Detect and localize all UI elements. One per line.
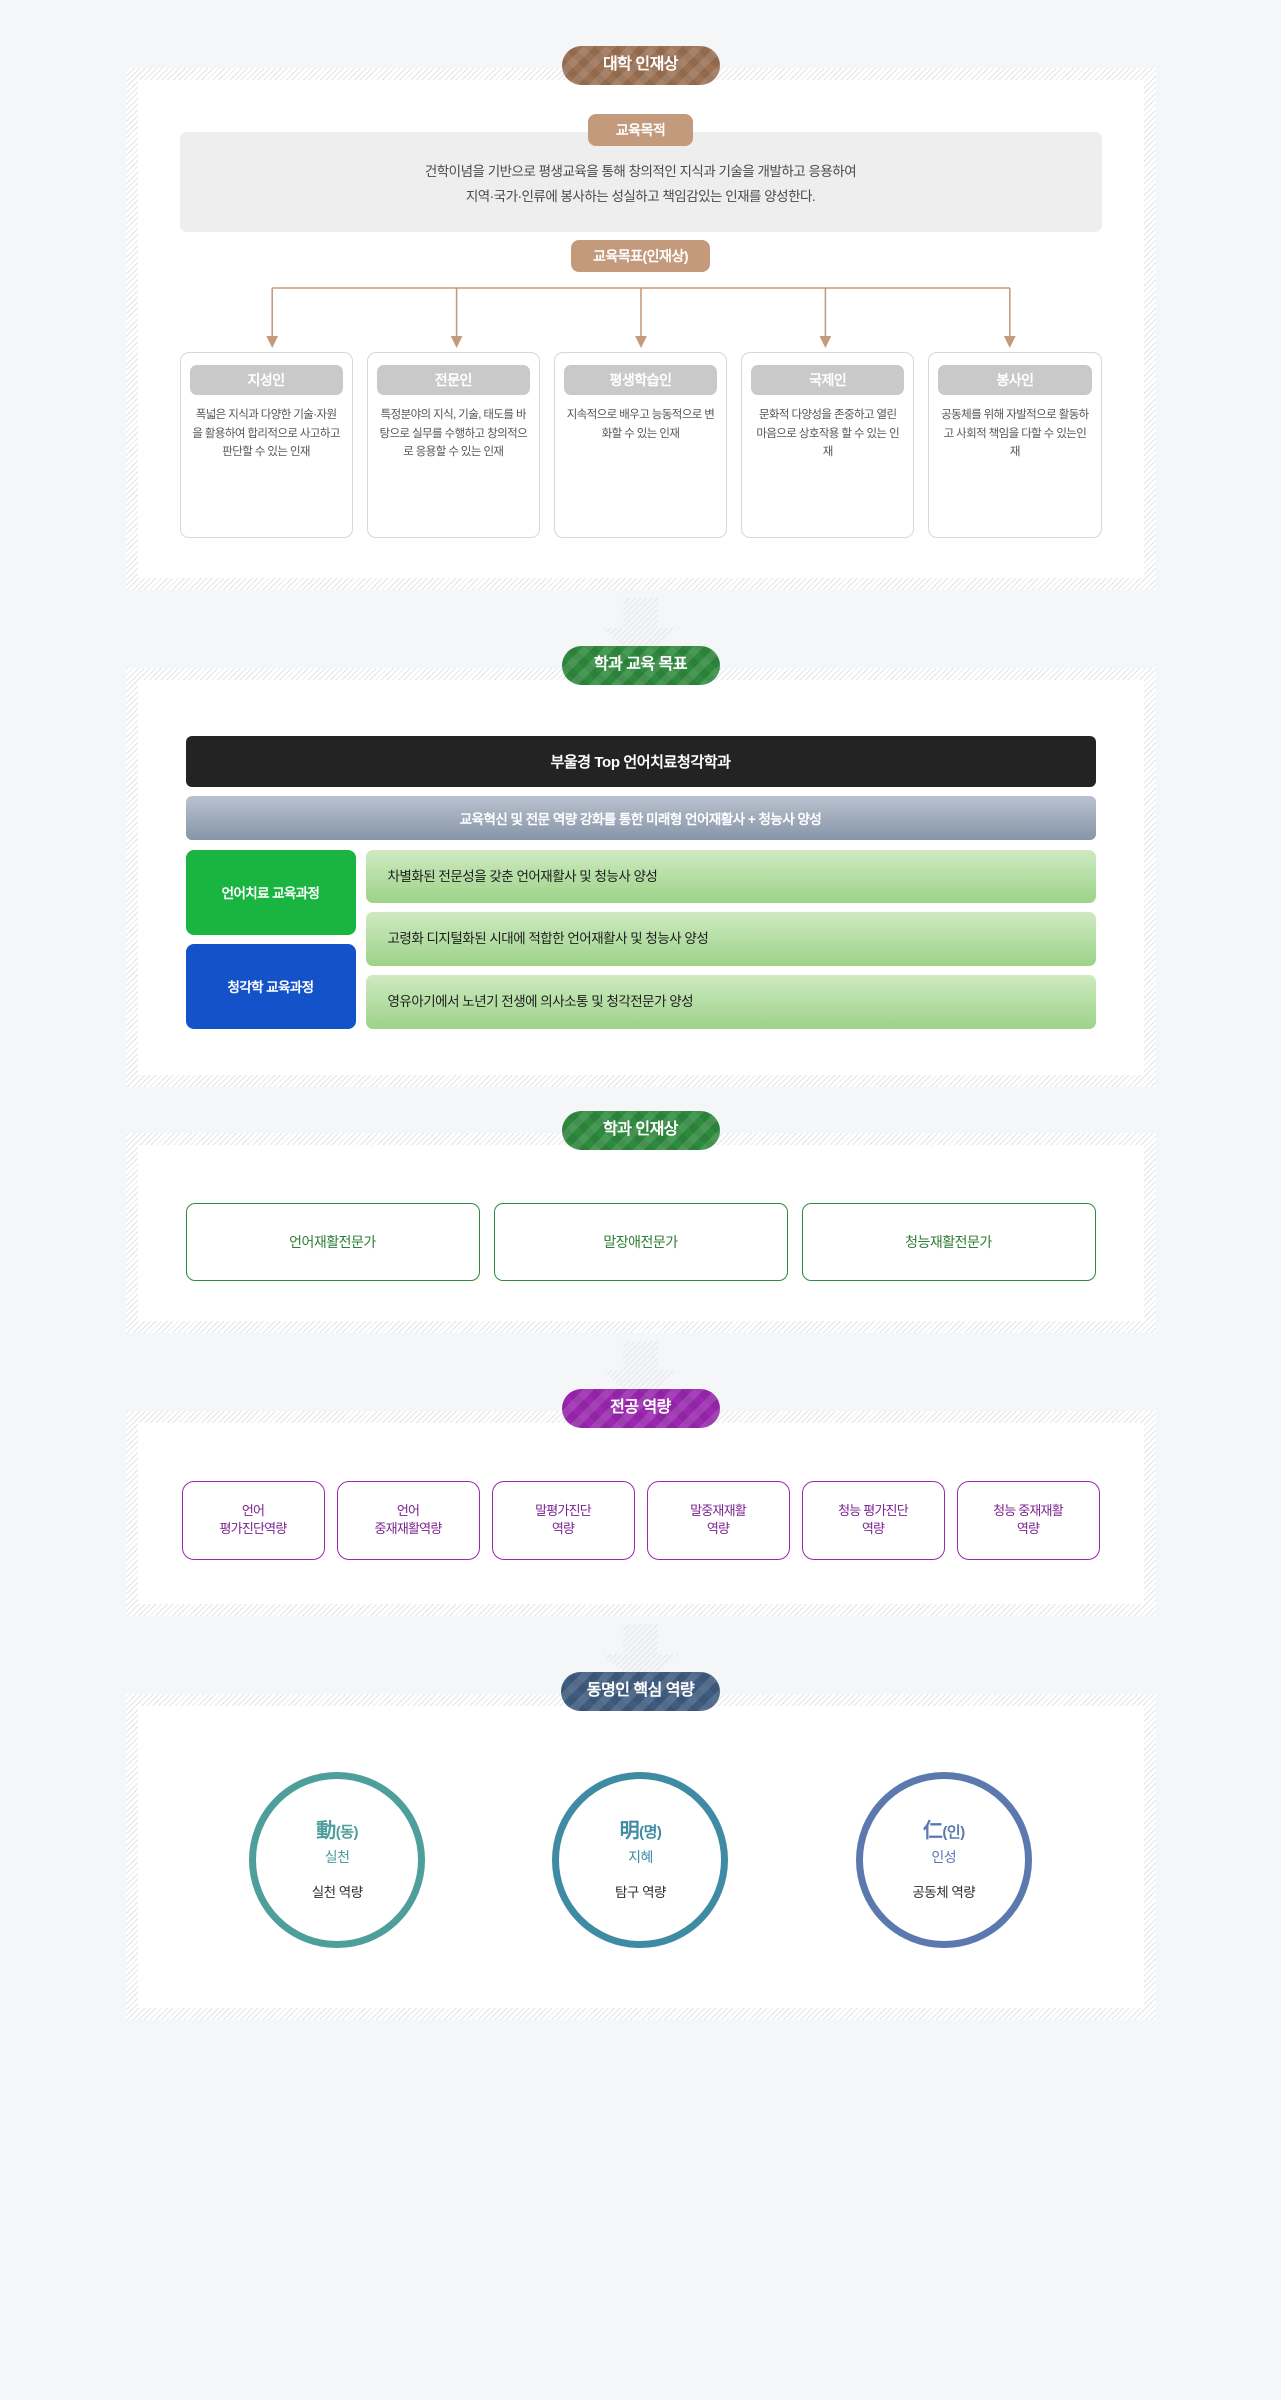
talent-card: 지성인 폭넓은 지식과 다양한 기술·자원을 활용하여 합리적으로 사고하고 판…: [179, 351, 353, 538]
curriculum-row-column: 차별화된 전문성을 갖춘 언어재활사 및 청능사 양성 고령화 디지털화된 시대…: [365, 849, 1096, 1029]
curriculum-tag-audiology: 청각학 교육과정: [185, 943, 356, 1029]
curriculum-row: 고령화 디지털화된 시대에 적합한 언어재활사 및 청능사 양성: [365, 912, 1096, 967]
core-competency-circle: 動(동) 실천 실천 역량: [249, 1772, 426, 1949]
core-competency-korean: 인성: [931, 1849, 957, 1866]
talent-card-title: 봉사인: [938, 364, 1092, 395]
curriculum-tag-column: 언어치료 교육과정 청각학 교육과정: [185, 849, 356, 1029]
section-frame-dept-talent: 언어재활전문가 말장애전문가 청능재활전문가: [125, 1132, 1156, 1333]
core-competency-caption: 탐구 역량: [615, 1885, 666, 1901]
curriculum-row: 차별화된 전문성을 갖춘 언어재활사 및 청능사 양성: [365, 849, 1096, 904]
competency-box: 말중재재활 역량: [646, 1480, 790, 1561]
section-badge-major-competency: 전공 역량: [561, 1388, 720, 1428]
dept-talent-box: 말장애전문가: [493, 1202, 788, 1281]
core-competency-circle: 明(명) 지혜 탐구 역량: [552, 1772, 729, 1949]
core-competency-korean: 실천: [324, 1849, 350, 1866]
competency-box-list: 언어 평가진단역량 언어 중재재활역량 말평가진단 역량 말중재재활 역량 청능…: [181, 1480, 1100, 1561]
section-frame-core-competency: 動(동) 실천 실천 역량 明(명) 지혜 탐구 역량: [125, 1694, 1156, 2021]
core-competency-caption: 공동체 역량: [912, 1885, 976, 1901]
core-competency-hanja: 仁: [922, 1820, 943, 1843]
competency-box: 언어 중재재활역량: [336, 1480, 480, 1561]
section-core-competency: 동명인 핵심 역량 動(동) 실천 실천 역량 明(명): [125, 1672, 1156, 2021]
dept-talent-box-list: 언어재활전문가 말장애전문가 청능재활전문가: [185, 1202, 1096, 1281]
core-competency-paren: (명): [639, 1824, 662, 1842]
core-competency-hanja-line: 動(동): [316, 1821, 358, 1841]
core-competency-korean: 지혜: [628, 1849, 653, 1866]
core-competency-circle-list: 動(동) 실천 실천 역량 明(명) 지혜 탐구 역량: [186, 1772, 1096, 1949]
tree-connector-lines: [265, 287, 1016, 348]
tree-connector: [180, 266, 1102, 352]
core-competency-hanja: 動: [316, 1820, 336, 1843]
competency-box: 언어 평가진단역량: [181, 1480, 325, 1561]
core-competency-hanja-line: 仁(인): [923, 1821, 965, 1841]
department-subtitle-bar: 교육혁신 및 전문 역량 강화를 통한 미래형 언어재활사 + 청능사 양성: [185, 795, 1096, 840]
curriculum-row: 영유아기에서 노년기 전생에 의사소통 및 청각전문가 양성: [365, 975, 1096, 1029]
section-badge-dept-talent: 학과 인재상: [561, 1110, 720, 1150]
purpose-text-line-2: 지역·국가·인류에 봉사하는 성실하고 책임감있는 인재를 양성한다.: [465, 188, 816, 204]
talent-card: 전문인 특정분야의 지식, 기술, 태도를 바탕으로 실무를 수행하고 창의적으…: [366, 351, 540, 538]
section-badge-university-label: 대학 인재상: [602, 56, 679, 73]
talent-card-title: 국제인: [751, 364, 905, 395]
core-competency-hanja-line: 明(명): [620, 1821, 662, 1841]
talent-card-desc: 특정분야의 지식, 기술, 태도를 바탕으로 실무를 수행하고 창의적으로 응용…: [379, 408, 528, 459]
core-competency-circle: 仁(인) 인성 공동체 역량: [855, 1772, 1032, 1949]
talent-card: 평생학습인 지속적으로 배우고 능동적으로 변화할 수 있는 인재: [553, 351, 728, 538]
spacer: [0, 2020, 1281, 2058]
section-department-talent: 학과 인재상 언어재활전문가 말장애전문가 청능재활전문가: [125, 1110, 1156, 1333]
curriculum-tag-speech: 언어치료 교육과정: [185, 849, 356, 935]
talent-card-title: 평생학습인: [563, 364, 718, 395]
section-panel-university: 교육목적 건학이념을 기반으로 평생교육을 통해 창의적인 지식과 기술을 개발…: [137, 80, 1144, 578]
core-competency-paren: (인): [942, 1824, 965, 1842]
purpose-statement-box: 건학이념을 기반으로 평생교육을 통해 창의적인 지식과 기술을 개발하고 응용…: [179, 132, 1102, 232]
section-badge-major-competency-label: 전공 역량: [610, 1398, 671, 1416]
section-frame-major-competency: 언어 평가진단역량 언어 중재재활역량 말평가진단 역량 말중재재활 역량 청능…: [125, 1410, 1156, 1617]
competency-box: 말평가진단 역량: [491, 1480, 635, 1561]
purpose-label: 교육목적: [587, 114, 694, 146]
department-title-bar: 부울경 Top 언어치료청각학과: [185, 735, 1096, 787]
talent-card-desc: 문화적 다양성을 존중하고 열린 마음으로 상호작용 할 수 있는 인재: [756, 408, 900, 459]
section-badge-dept-goals-label: 학과 교육 목표: [593, 655, 688, 673]
curriculum-grid: 언어치료 교육과정 청각학 교육과정 차별화된 전문성을 갖춘 언어재활사 및 …: [185, 849, 1096, 1029]
talent-card-desc: 공동체를 위해 자발적으로 활동하고 사회적 책임을 다할 수 있는인재: [941, 408, 1089, 459]
section-badge-dept-talent-label: 학과 인재상: [602, 1120, 679, 1138]
talent-card-desc: 폭넓은 지식과 다양한 기술·자원을 활용하여 합리적으로 사고하고 판단할 수…: [192, 408, 340, 459]
talent-card-title: 전문인: [376, 364, 530, 395]
section-badge-core-competency-label: 동명인 핵심 역량: [586, 1682, 695, 1700]
dept-talent-box: 언어재활전문가: [185, 1202, 480, 1281]
education-goal-label: 교육목표(인재상): [571, 239, 710, 272]
section-panel-major-competency: 언어 평가진단역량 언어 중재재활역량 말평가진단 역량 말중재재활 역량 청능…: [137, 1422, 1144, 1605]
section-panel-dept-goals: 부울경 Top 언어치료청각학과 교육혁신 및 전문 역량 강화를 통한 미래형…: [137, 679, 1144, 1075]
goal-label-container: 교육목표(인재상): [180, 232, 1102, 272]
section-major-competency: 전공 역량 언어 평가진단역량 언어 중재재활역량 말평가진단 역량 말중재재활…: [125, 1388, 1156, 1617]
section-department-goals: 학과 교육 목표 부울경 Top 언어치료청각학과 교육혁신 및 전문 역량 강…: [125, 645, 1156, 1087]
talent-card-title: 지성인: [189, 364, 343, 395]
core-competency-paren: (동): [335, 1824, 359, 1842]
section-frame-dept-goals: 부울경 Top 언어치료청각학과 교육혁신 및 전문 역량 강화를 통한 미래형…: [125, 667, 1156, 1087]
dept-talent-box: 청능재활전문가: [801, 1202, 1096, 1281]
talent-card-desc: 지속적으로 배우고 능동적으로 변화할 수 있는 인재: [566, 408, 715, 440]
section-frame-university: 교육목적 건학이념을 기반으로 평생교육을 통해 창의적인 지식과 기술을 개발…: [125, 68, 1156, 590]
section-badge-university: 대학 인재상: [561, 46, 720, 85]
section-university-talent: 대학 인재상 교육목적 건학이념을 기반으로 평생교육을 통해 창의적인 지식과…: [125, 46, 1156, 590]
purpose-text-line-1: 건학이념을 기반으로 평생교육을 통해 창의적인 지식과 기술을 개발하고 응용…: [424, 164, 857, 179]
core-competency-caption: 실천 역량: [311, 1885, 363, 1901]
section-badge-dept-goals: 학과 교육 목표: [561, 645, 720, 685]
core-competency-hanja: 明: [619, 1820, 640, 1843]
talent-card: 봉사인 공동체를 위해 자발적으로 활동하고 사회적 책임을 다할 수 있는인재: [928, 351, 1102, 538]
section-panel-core-competency: 動(동) 실천 실천 역량 明(명) 지혜 탐구 역량: [137, 1706, 1144, 2009]
talent-card: 국제인 문화적 다양성을 존중하고 열린 마음으로 상호작용 할 수 있는 인재: [741, 351, 915, 538]
competency-box: 청능 평가진단 역량: [801, 1480, 945, 1561]
talent-card-list: 지성인 폭넓은 지식과 다양한 기술·자원을 활용하여 합리적으로 사고하고 판…: [179, 351, 1102, 538]
section-panel-dept-talent: 언어재활전문가 말장애전문가 청능재활전문가: [137, 1144, 1144, 1321]
competency-box: 청능 중재재활 역량: [956, 1480, 1100, 1561]
section-badge-core-competency: 동명인 핵심 역량: [560, 1672, 721, 1712]
